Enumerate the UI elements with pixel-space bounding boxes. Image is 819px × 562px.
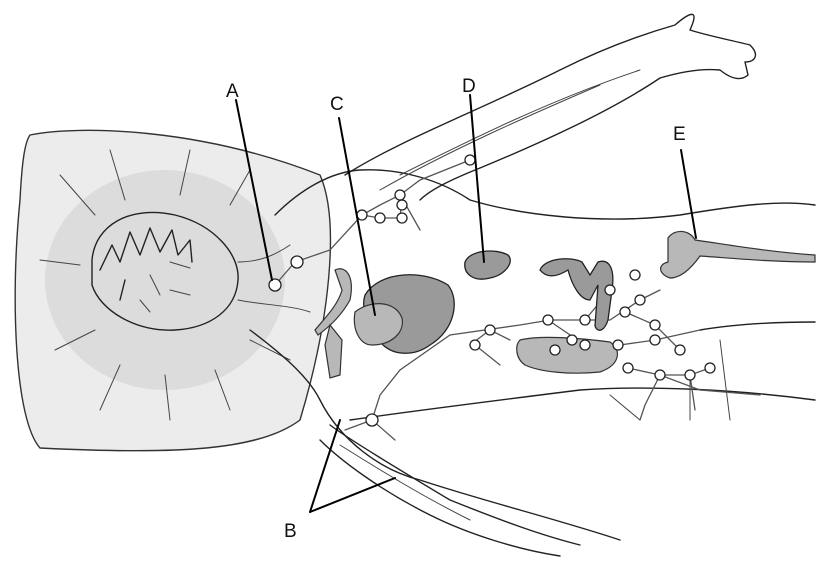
- label-a: A: [226, 81, 239, 102]
- leader-b-1: [310, 420, 340, 512]
- label-e: E: [673, 124, 686, 145]
- label-b: B: [284, 521, 297, 542]
- bone-marrow-femur: [661, 231, 815, 278]
- intestines: [517, 259, 618, 373]
- spleen: [465, 251, 510, 279]
- leader-e: [681, 150, 696, 238]
- label-d: D: [462, 76, 476, 97]
- leader-d: [470, 95, 484, 262]
- leader-b-2: [310, 478, 395, 512]
- label-c: C: [330, 94, 344, 115]
- lymph-nodes: [269, 155, 715, 426]
